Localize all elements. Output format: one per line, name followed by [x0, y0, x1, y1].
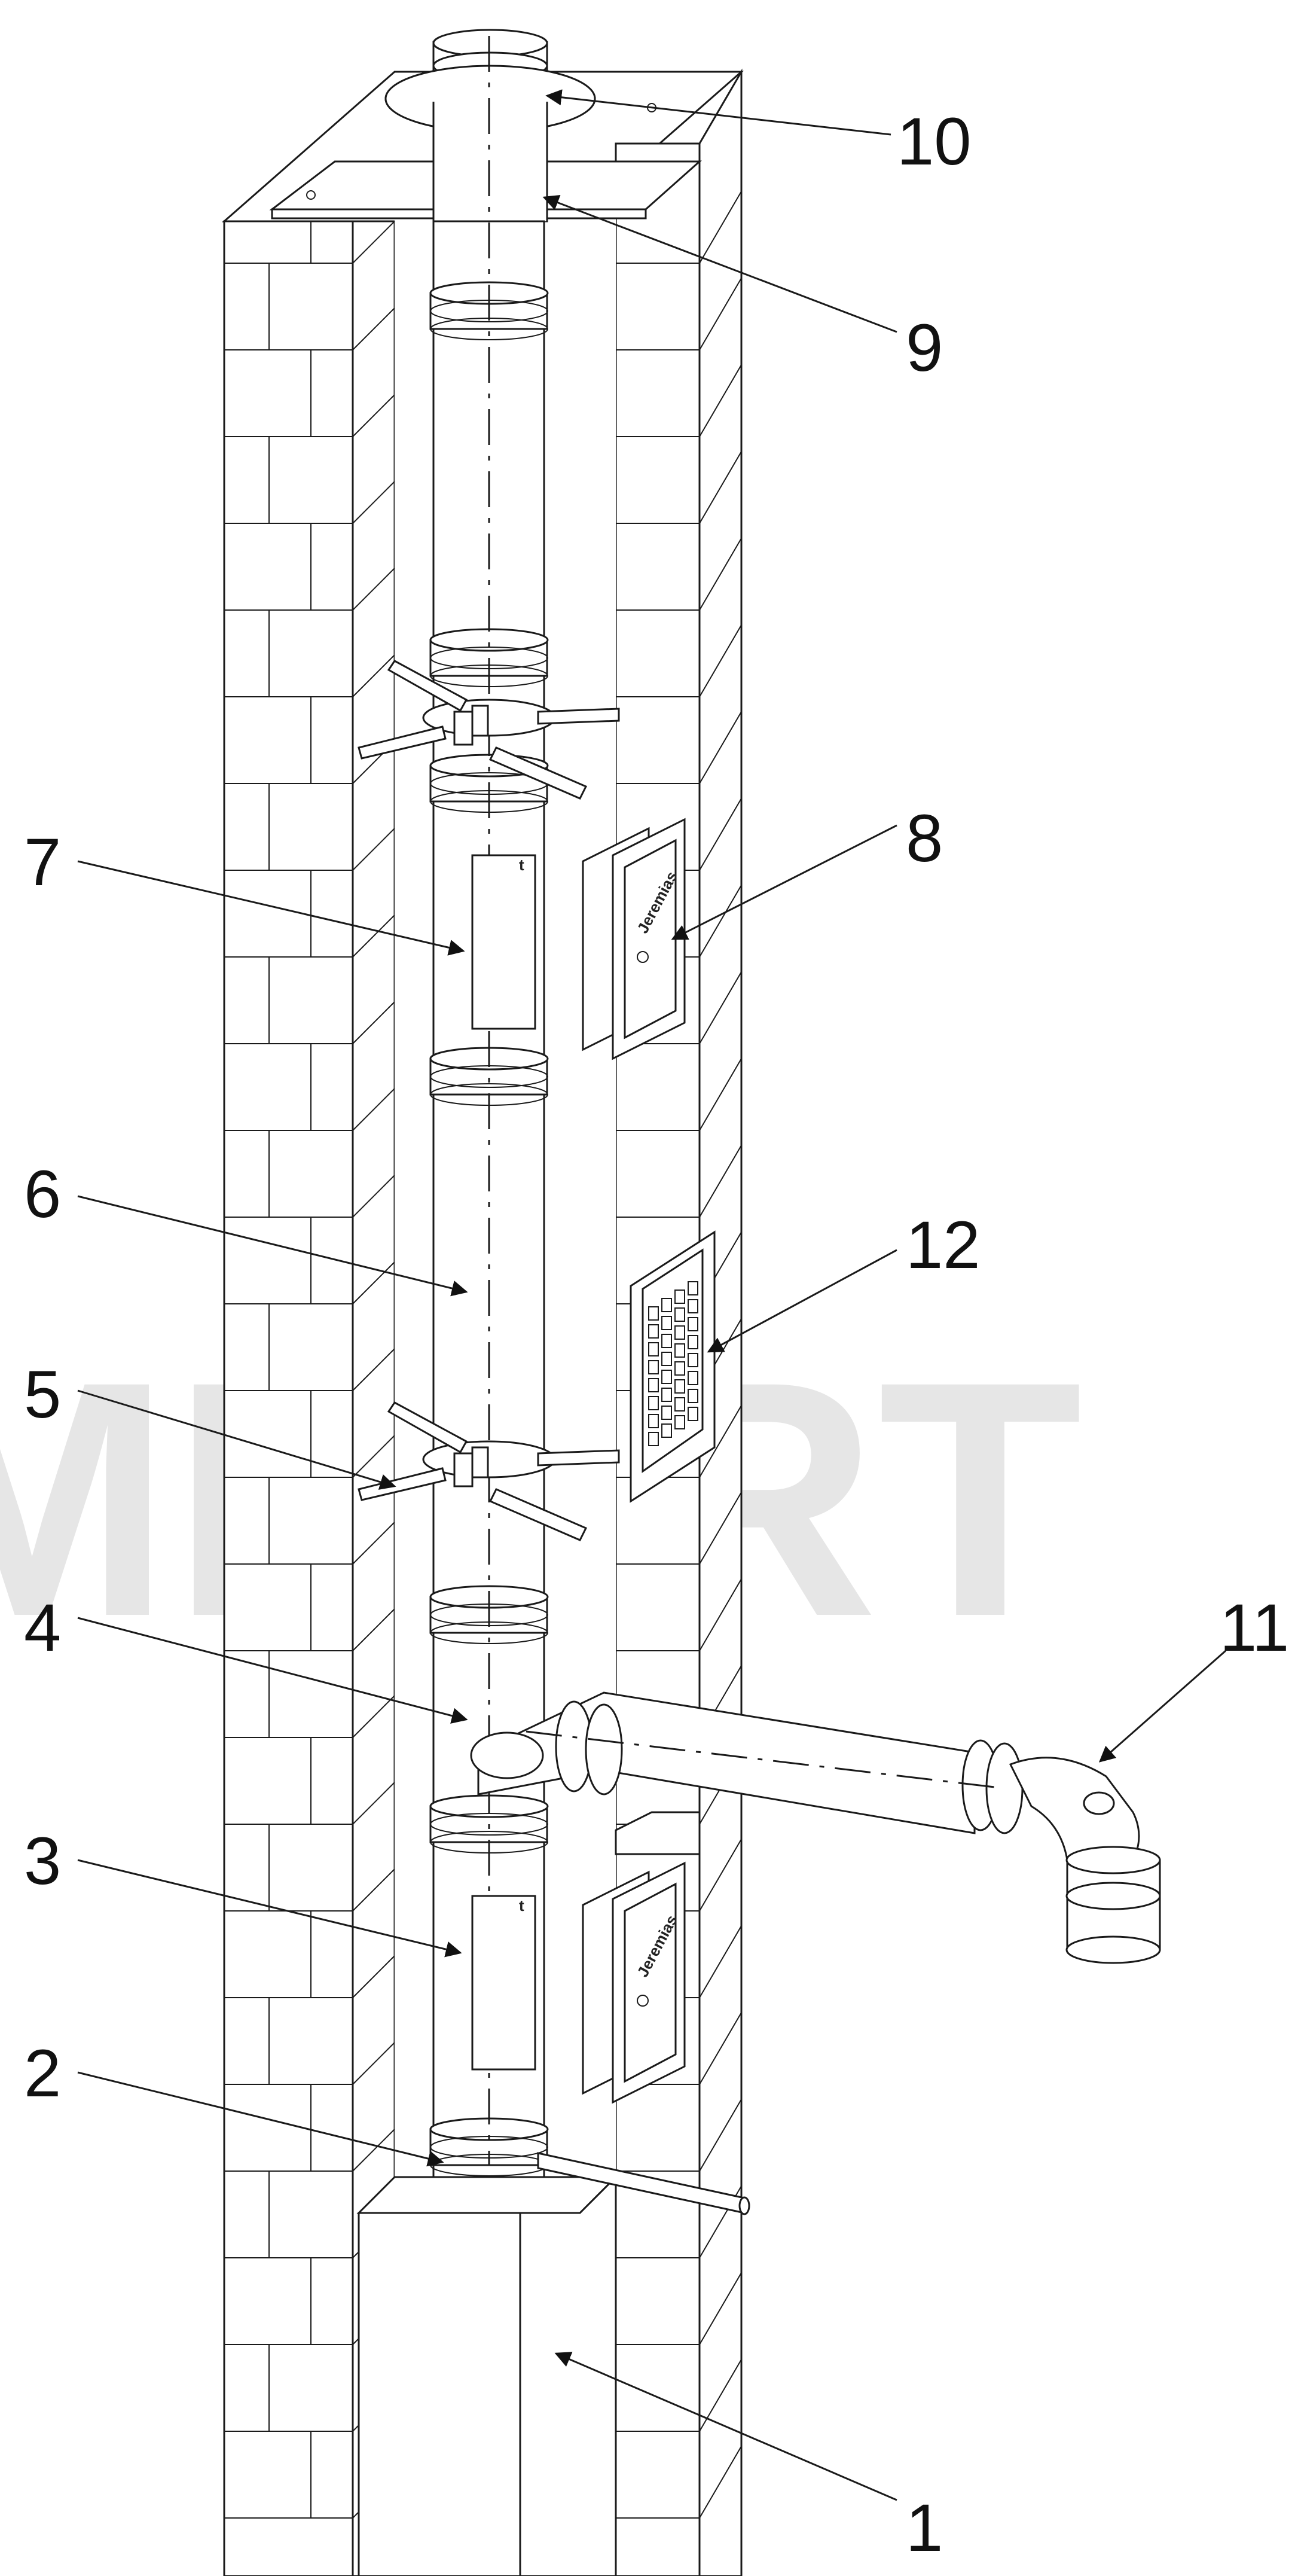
left-wall-front	[223, 220, 354, 2576]
callout-1: 1	[906, 2490, 943, 2565]
callout-8: 8	[906, 801, 943, 876]
elbow	[1009, 1757, 1140, 1861]
callout-4: 4	[24, 1590, 61, 1665]
condensate-drain	[537, 2152, 750, 2215]
svg-text:t: t	[519, 856, 524, 874]
leader-12	[707, 1249, 897, 1353]
base-block-front	[358, 2212, 521, 2576]
inspection-door-upper: Jeremias	[582, 818, 686, 1060]
callout-10: 10	[897, 104, 972, 179]
leader-2	[77, 2071, 444, 2167]
callout-6: 6	[24, 1157, 61, 1231]
horizontal-connector	[470, 1691, 1161, 1964]
leader-3	[77, 1859, 462, 1958]
leader-7	[77, 860, 465, 956]
leader-10	[545, 89, 891, 136]
callout-2: 2	[24, 2036, 61, 2111]
leader-5	[77, 1389, 396, 1490]
callout-7: 7	[24, 825, 61, 900]
pipe-body	[432, 220, 545, 2178]
callout-5: 5	[24, 1357, 61, 1432]
leader-6	[77, 1195, 468, 1297]
callout-12: 12	[906, 1208, 981, 1282]
ventilation-grille	[630, 1230, 716, 1503]
inspection-window-lower	[471, 1895, 536, 2071]
base-block	[356, 2175, 618, 2576]
inspection-window-upper	[471, 854, 536, 1030]
brick-courses-left	[224, 221, 395, 2519]
leader-11	[1098, 1650, 1226, 1763]
callout-leaders	[77, 89, 1226, 2501]
leader-4	[77, 1617, 468, 1724]
flue-pipe: t t	[384, 29, 596, 2178]
inspection-door-lower: Jeremias	[582, 1861, 686, 2104]
svg-text:t: t	[519, 1897, 524, 1915]
leader-9	[542, 195, 897, 333]
leader-8	[671, 824, 897, 940]
base-block-top	[356, 2176, 618, 2214]
callout-numbers: 1 2 3 4 5 6 7 8 9 10 11 12	[24, 104, 1289, 2565]
callout-9: 9	[906, 310, 943, 385]
wall-brace-upper	[358, 660, 620, 800]
base-block-side	[519, 2175, 617, 2576]
callout-3: 3	[24, 1824, 61, 1898]
callout-11: 11	[1220, 1590, 1289, 1665]
leader-1	[554, 2352, 897, 2501]
wall-brace-lower	[358, 1401, 620, 1541]
